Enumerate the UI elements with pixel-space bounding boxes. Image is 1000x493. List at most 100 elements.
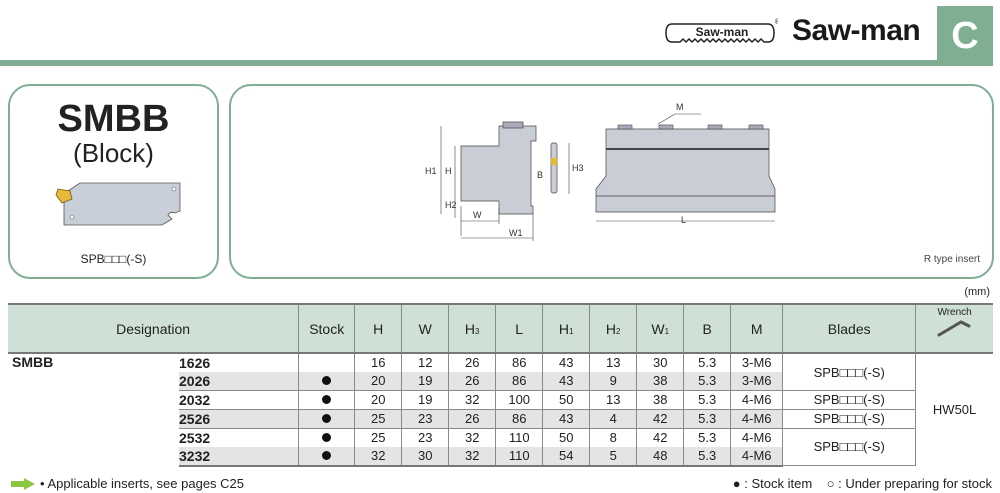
family-name: SMBB — [12, 354, 54, 370]
cell-l: 110 — [495, 428, 543, 447]
svg-text:M: M — [676, 102, 684, 112]
cell-h: 25 — [354, 409, 402, 429]
col-stock: Stock — [298, 303, 355, 354]
col-designation: Designation — [8, 303, 299, 354]
svg-text:B: B — [537, 170, 543, 180]
col-w: W — [401, 303, 449, 354]
designation-code: 2526 — [179, 409, 299, 429]
stock-cell — [298, 353, 355, 372]
blades-cell: SPB□□□(-S) — [782, 428, 916, 467]
cell-h1: 43 — [542, 409, 590, 429]
blade-image-icon — [55, 182, 181, 226]
cell-h3: 32 — [448, 446, 496, 467]
designation-code: 2532 — [179, 429, 211, 446]
svg-text:H1: H1 — [425, 166, 437, 176]
cell-h2: 13 — [589, 353, 637, 372]
stock-dot-icon — [322, 376, 332, 386]
col-h: H — [354, 303, 402, 354]
cell-h1: 54 — [542, 446, 590, 467]
cell-h2: 8 — [589, 428, 637, 447]
diagram-note: R type insert — [923, 254, 980, 265]
cell-b: 5.3 — [683, 428, 731, 447]
blade-code: SPB□□□(-S) — [80, 252, 147, 266]
inserts-note: • Applicable inserts, see pages C25 — [10, 476, 244, 491]
cell-m: 3-M6 — [730, 353, 783, 372]
cell-h2: 4 — [589, 409, 637, 429]
svg-text:W1: W1 — [509, 228, 523, 238]
cell-w: 30 — [401, 446, 449, 467]
col-w1: W1 — [636, 303, 684, 354]
cell-h2: 13 — [589, 390, 637, 410]
cell-h: 32 — [354, 446, 402, 467]
table-header-row: Designation Stock H W H3 L H1 H2 W1 B M … — [8, 303, 993, 354]
cell-m: 4-M6 — [730, 428, 783, 447]
col-l: L — [495, 303, 543, 354]
cell-m: 4-M6 — [730, 446, 783, 467]
designation-code: 1626 — [179, 354, 211, 371]
designation-code: 3232 — [179, 446, 299, 467]
wrench-icon — [937, 319, 971, 336]
svg-text:H2: H2 — [445, 200, 457, 210]
cell-h1: 43 — [542, 353, 590, 372]
cell-b: 5.3 — [683, 371, 731, 392]
product-subtitle: (Block) — [73, 138, 154, 168]
cell-h3: 26 — [448, 353, 496, 372]
cell-h1: 50 — [542, 390, 590, 410]
stock-legend: ● : Stock item ○ : Under preparing for s… — [733, 476, 992, 491]
legend-preparing: ○ : Under preparing for stock — [826, 476, 992, 491]
svg-text:®: ® — [775, 18, 778, 26]
saw-man-logo-icon: Saw-man ® — [665, 18, 778, 44]
svg-text:L: L — [681, 215, 686, 225]
cell-l: 86 — [495, 371, 543, 392]
cell-h2: 5 — [589, 446, 637, 467]
cell-h: 20 — [354, 390, 402, 410]
svg-text:Saw-man: Saw-man — [696, 25, 749, 39]
col-h2: H2 — [589, 303, 637, 354]
cell-m: 4-M6 — [730, 390, 783, 410]
cell-w1: 42 — [636, 409, 684, 429]
section-tab: C — [937, 6, 993, 66]
cell-h2: 9 — [589, 371, 637, 392]
cell-h3: 32 — [448, 390, 496, 410]
blades-cell: SPB□□□(-S) — [782, 353, 916, 392]
cell-h3: 26 — [448, 409, 496, 429]
stock-dot-icon — [322, 414, 332, 424]
cell-l: 86 — [495, 353, 543, 372]
cell-b: 5.3 — [683, 409, 731, 429]
cell-h1: 50 — [542, 428, 590, 447]
stock-dot-icon — [322, 451, 332, 461]
designation-code: 2032 — [179, 390, 299, 410]
designation-code: 2026 — [179, 371, 299, 392]
blades-cell: SPB□□□(-S) — [782, 409, 916, 429]
col-blades: Blades — [782, 303, 916, 354]
cell-b: 5.3 — [683, 353, 731, 372]
cell-b: 5.3 — [683, 390, 731, 410]
cell-w: 12 — [401, 353, 449, 372]
stock-cell — [298, 428, 355, 447]
unit-label: (mm) — [964, 286, 990, 298]
legend-stock: ● : Stock item — [732, 476, 813, 491]
cell-w1: 48 — [636, 446, 684, 467]
blades-cell: SPB□□□(-S) — [782, 390, 916, 410]
col-h1: H1 — [542, 303, 590, 354]
cell-h3: 32 — [448, 428, 496, 447]
stock-cell — [298, 446, 355, 467]
svg-text:H3: H3 — [572, 163, 584, 173]
inserts-link[interactable]: • Applicable inserts, see pages C25 — [40, 476, 245, 491]
product-name: SMBB — [57, 98, 170, 140]
cell-w1: 42 — [636, 428, 684, 447]
wrench-cell: HW50L — [915, 353, 993, 466]
stock-cell — [298, 371, 355, 392]
svg-text:W: W — [473, 210, 482, 220]
brand-name: Saw-man — [792, 14, 921, 47]
cell-w: 23 — [401, 409, 449, 429]
col-wrench: Wrench — [915, 303, 993, 354]
cell-w: 19 — [401, 390, 449, 410]
cell-w: 19 — [401, 371, 449, 392]
